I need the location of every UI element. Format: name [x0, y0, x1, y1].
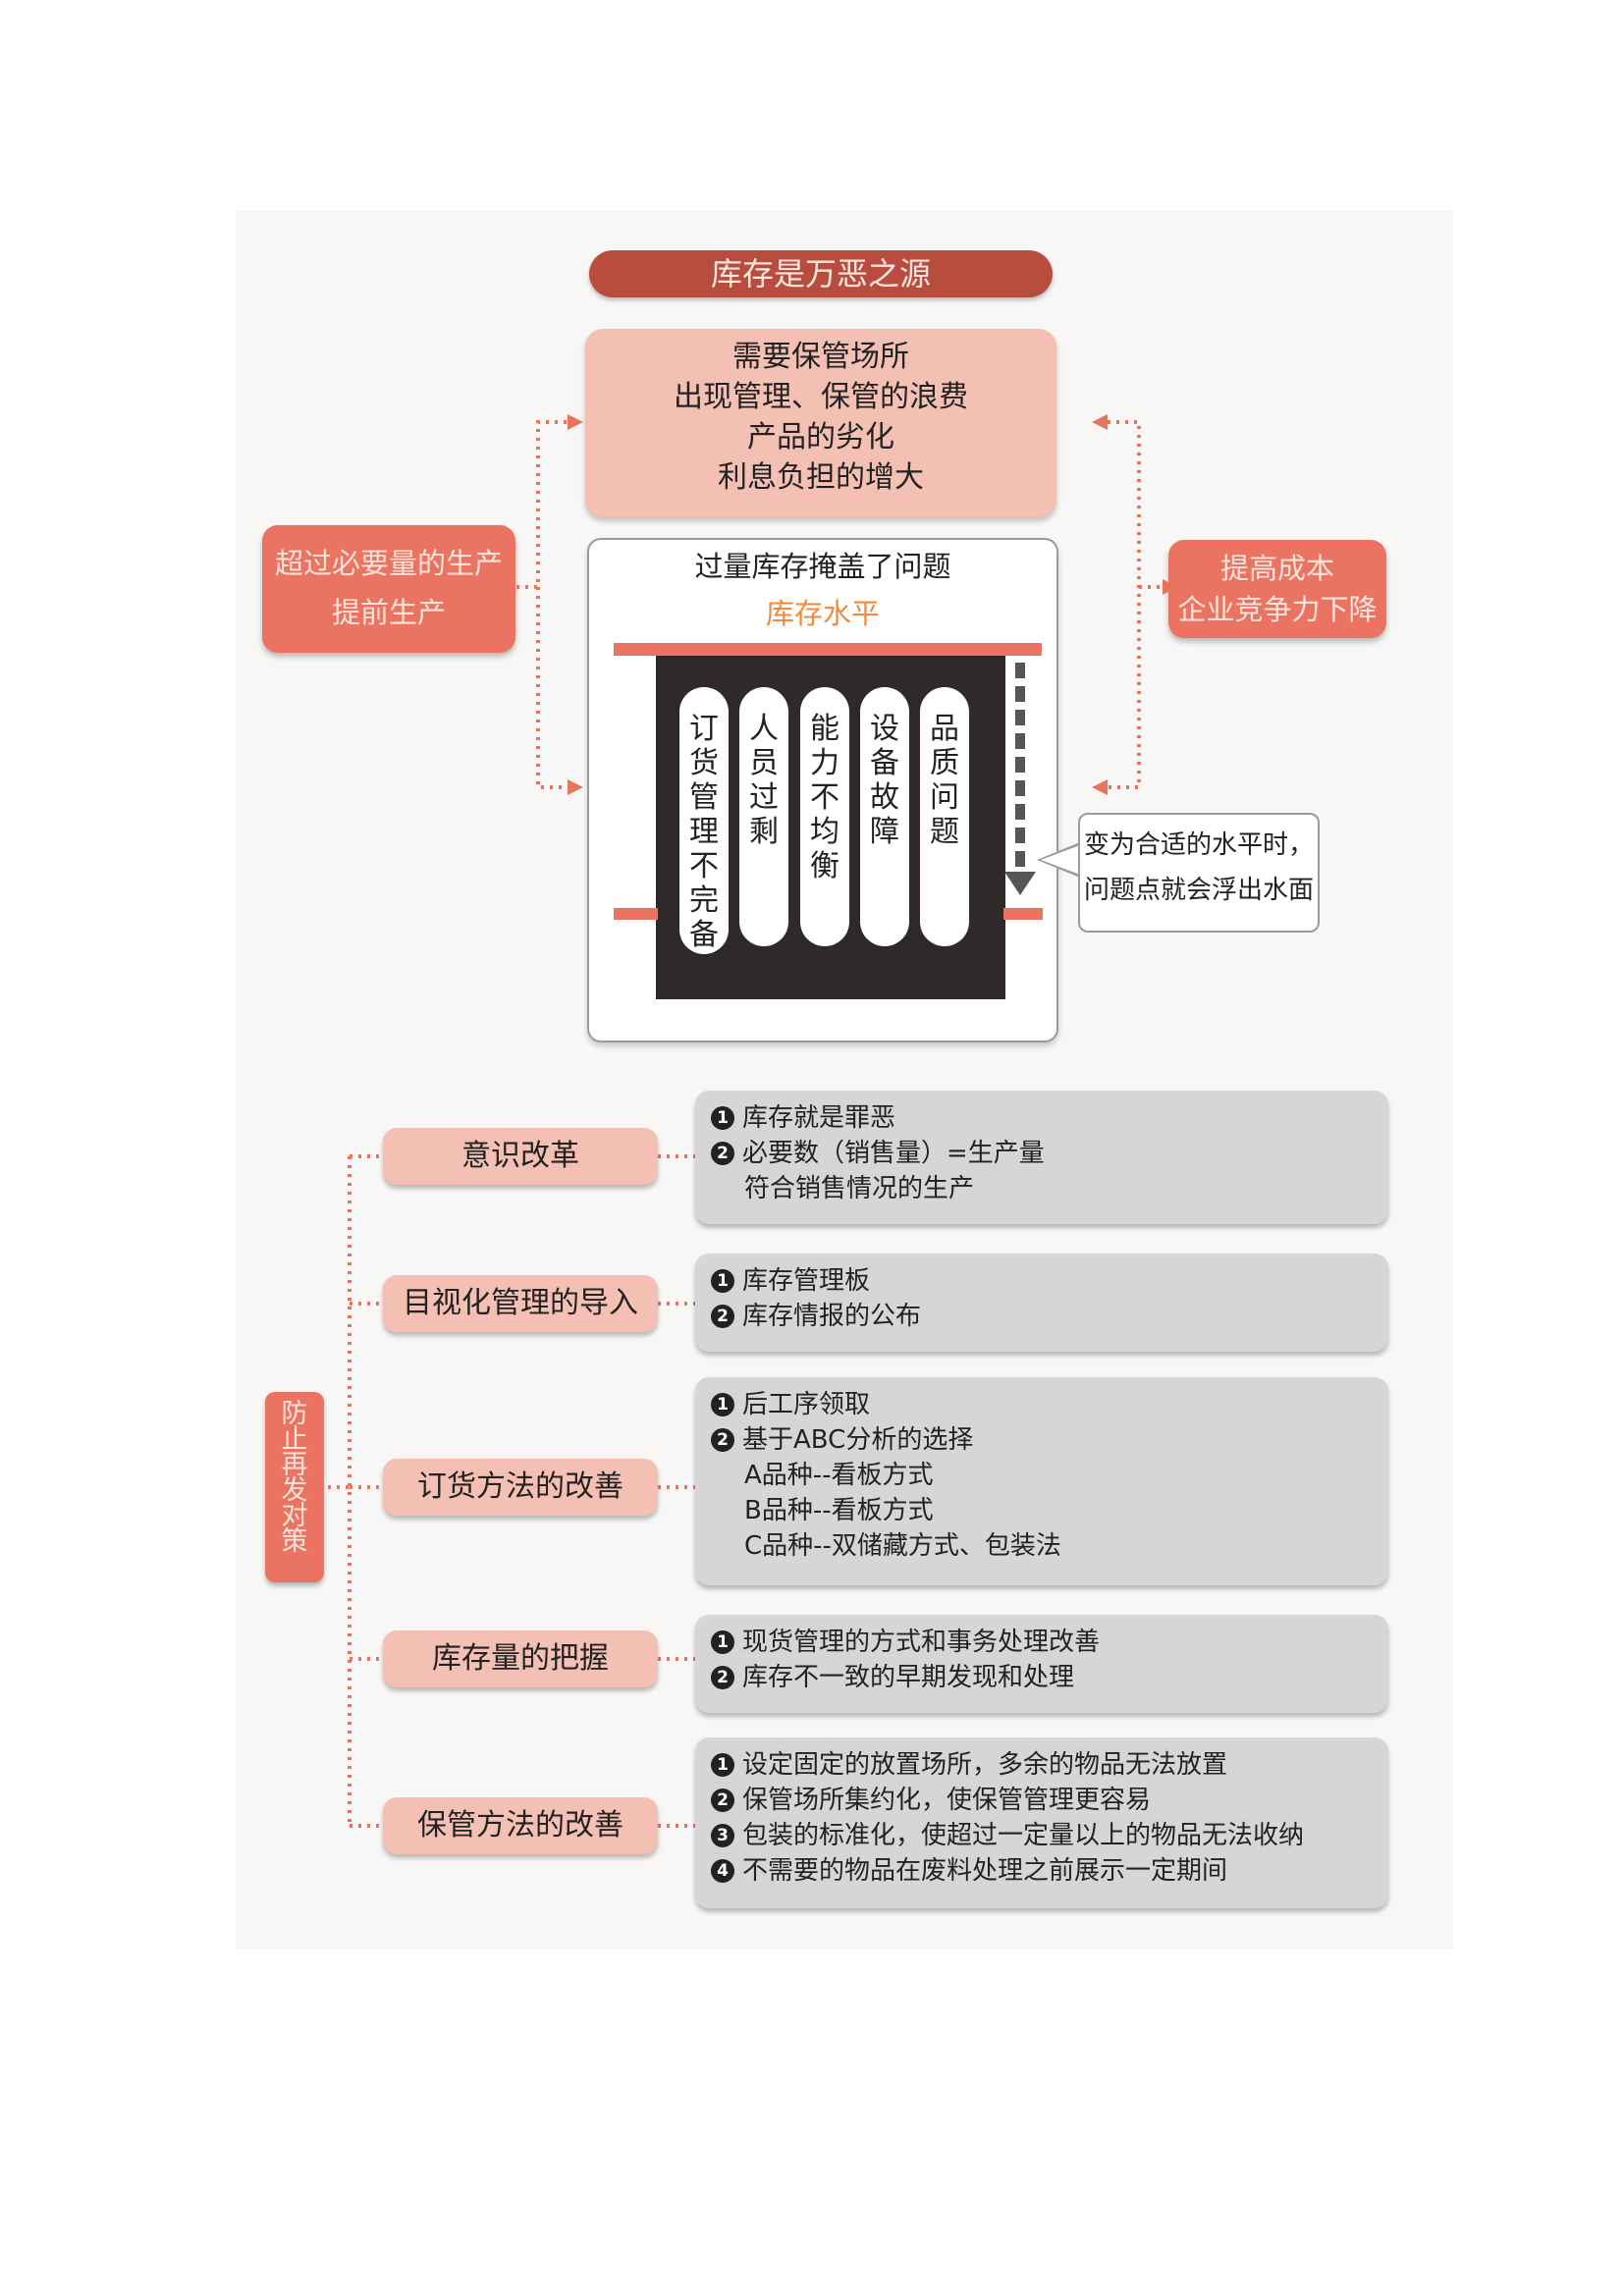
- high-level-line: [614, 643, 1042, 656]
- lowering-arrow: [1015, 663, 1025, 869]
- callout-line: 问题点就会浮出水面: [1084, 876, 1315, 905]
- problem-rock: 设备故障: [860, 687, 909, 946]
- arrow-head-icon: [1163, 579, 1178, 595]
- vertical-text: 能力不均衡: [810, 712, 839, 883]
- number-badge-icon: 2: [711, 1789, 734, 1812]
- detail-text: 符合销售情况的生产: [744, 1174, 975, 1203]
- arrow-head-icon: [568, 779, 583, 795]
- countermeasure-pill: 保管方法的改善: [383, 1797, 658, 1854]
- countermeasures-label: 防止再发对策: [265, 1392, 324, 1582]
- detail-line: A品种--看板方式: [711, 1458, 1388, 1493]
- detail-text: 包装的标准化，使超过一定量以上的物品无法收纳: [742, 1821, 1305, 1850]
- cause-to-hidden-connector: [536, 587, 568, 789]
- effect-item: 需要保管场所: [732, 340, 909, 374]
- vertical-text: 防止再发对策: [281, 1399, 308, 1557]
- countermeasure-detail: 1 设定固定的放置场所，多余的物品无法放置 2 保管场所集约化，使保管管理更容易 3 包装…: [695, 1737, 1388, 1908]
- inventory-level-label: 库存水平: [765, 597, 880, 630]
- number-badge-icon: 2: [711, 1428, 734, 1452]
- number-badge-icon: 3: [711, 1824, 734, 1847]
- problem-rock: 订货管理不完备: [679, 687, 729, 954]
- detail-line: 2 必要数（销售量）=生产量: [711, 1136, 1388, 1171]
- detail-line: 3 包装的标准化，使超过一定量以上的物品无法收纳: [711, 1818, 1388, 1853]
- countermeasure-pill: 目视化管理的导入: [383, 1275, 658, 1332]
- detail-text: C品种--双储藏方式、包装法: [744, 1531, 1061, 1561]
- countermeasure-pill: 意识改革: [383, 1128, 658, 1185]
- effect-item: 产品的劣化: [747, 420, 894, 454]
- countermeasure-detail: 1 库存管理板 2 库存情报的公布: [695, 1254, 1388, 1352]
- detail-line: 1 设定固定的放置场所，多余的物品无法放置: [711, 1747, 1388, 1783]
- vertical-text: 人员过剩: [749, 712, 779, 849]
- detail-text: 必要数（销售量）=生产量: [742, 1139, 1045, 1168]
- detail-line: 4 不需要的物品在废料处理之前展示一定期间: [711, 1853, 1388, 1889]
- detail-line: 2 库存不一致的早期发现和处理: [711, 1660, 1388, 1695]
- countermeasure-pill: 订货方法的改善: [383, 1459, 658, 1516]
- problem-rock: 能力不均衡: [800, 687, 849, 946]
- low-level-line-right: [1003, 908, 1043, 920]
- cause-box: 超过必要量的生产 提前生产: [262, 525, 515, 653]
- detail-text: 不需要的物品在废料处理之前展示一定期间: [742, 1856, 1228, 1886]
- hidden-problems-title: 过量库存掩盖了问题: [694, 550, 951, 583]
- detail-line: B品种--看板方式: [711, 1493, 1388, 1528]
- effect-item: 利息负担的增大: [718, 460, 924, 495]
- effects-hidden-to-result-connector: [1108, 420, 1141, 789]
- cause-to-effects-connector: [516, 420, 568, 589]
- effect-item: 出现管理、保管的浪费: [674, 380, 968, 414]
- cause-line: 超过必要量的生产: [274, 547, 503, 580]
- countermeasure-pill: 库存量的把握: [383, 1630, 658, 1687]
- detail-line: 1 库存就是罪恶: [711, 1100, 1388, 1136]
- detail-text: A品种--看板方式: [744, 1461, 934, 1490]
- arrow-head-icon: [1092, 779, 1108, 795]
- detail-line: 1 库存管理板: [711, 1263, 1388, 1299]
- detail-line: 2 基于ABC分析的选择: [711, 1422, 1388, 1458]
- number-badge-icon: 1: [711, 1393, 734, 1416]
- arrow-head-icon: [568, 414, 583, 430]
- detail-line: 符合销售情况的生产: [711, 1171, 1388, 1206]
- detail-line: 2 保管场所集约化，使保管管理更容易: [711, 1783, 1388, 1818]
- effects-box: 需要保管场所 出现管理、保管的浪费 产品的劣化 利息负担的增大: [585, 329, 1056, 517]
- number-badge-icon: 4: [711, 1859, 734, 1883]
- number-badge-icon: 1: [711, 1106, 734, 1130]
- number-badge-icon: 1: [711, 1630, 734, 1654]
- callout-line: 变为合适的水平时，: [1084, 830, 1315, 860]
- down-arrow-icon: [1004, 872, 1036, 895]
- detail-text: 库存就是罪恶: [742, 1103, 896, 1133]
- number-badge-icon: 2: [711, 1666, 734, 1689]
- countermeasure-detail: 1 现货管理的方式和事务处理改善 2 库存不一致的早期发现和处理: [695, 1615, 1388, 1713]
- detail-text: 库存情报的公布: [742, 1302, 922, 1331]
- detail-line: 1 后工序领取: [711, 1387, 1388, 1422]
- arrow-head-icon: [1092, 414, 1108, 430]
- low-level-line-left: [614, 908, 658, 920]
- detail-text: 库存不一致的早期发现和处理: [742, 1663, 1075, 1692]
- cause-line: 提前生产: [331, 596, 446, 629]
- number-badge-icon: 2: [711, 1142, 734, 1165]
- callout-pointer-fill: [1041, 845, 1080, 875]
- detail-line: 2 库存情报的公布: [711, 1299, 1388, 1334]
- detail-text: B品种--看板方式: [744, 1496, 934, 1525]
- result-line: 企业竞争力下降: [1177, 593, 1378, 626]
- diagram-title: 库存是万恶之源: [589, 250, 1053, 297]
- top-connectors: [516, 414, 1178, 795]
- number-badge-icon: 2: [711, 1305, 734, 1328]
- problem-rock: 品质问题: [920, 687, 969, 946]
- number-badge-icon: 1: [711, 1269, 734, 1293]
- result-line: 提高成本: [1219, 552, 1334, 585]
- countermeasure-connectors: [328, 1154, 695, 1828]
- vertical-text: 品质问题: [930, 712, 959, 849]
- number-badge-icon: 1: [711, 1753, 734, 1777]
- countermeasure-detail: 1 库存就是罪恶 2 必要数（销售量）=生产量符合销售情况的生产: [695, 1091, 1388, 1224]
- detail-text: 保管场所集约化，使保管管理更容易: [742, 1786, 1152, 1815]
- detail-text: 现货管理的方式和事务处理改善: [742, 1628, 1101, 1657]
- detail-text: 设定固定的放置场所，多余的物品无法放置: [742, 1750, 1228, 1780]
- level-callout: 变为合适的水平时， 问题点就会浮出水面: [1078, 813, 1320, 933]
- detail-text: 库存管理板: [742, 1266, 871, 1296]
- vertical-text: 设备故障: [870, 712, 899, 849]
- detail-line: C品种--双储藏方式、包装法: [711, 1528, 1388, 1564]
- detail-line: 1 现货管理的方式和事务处理改善: [711, 1625, 1388, 1660]
- vertical-text: 订货管理不完备: [689, 712, 719, 952]
- detail-text: 基于ABC分析的选择: [742, 1425, 974, 1455]
- detail-text: 后工序领取: [742, 1390, 871, 1419]
- result-box: 提高成本 企业竞争力下降: [1168, 540, 1386, 638]
- problem-rock: 人员过剩: [739, 687, 788, 946]
- countermeasure-detail: 1 后工序领取 2 基于ABC分析的选择 A品种--看板方式 B品种--看板方式 C品种--…: [695, 1377, 1388, 1585]
